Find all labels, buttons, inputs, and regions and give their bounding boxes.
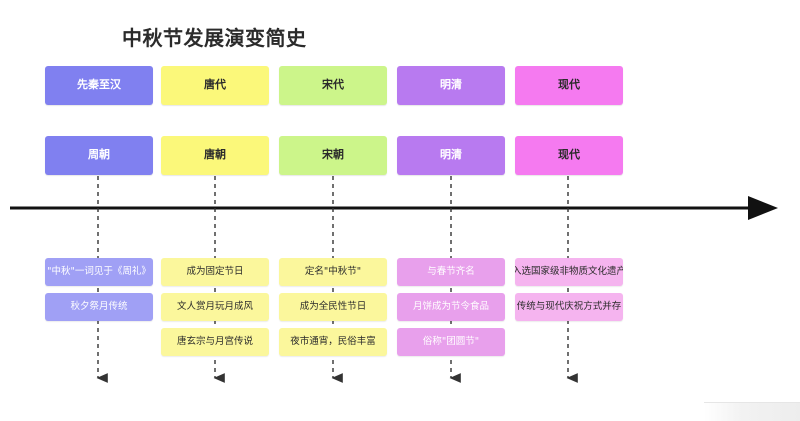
era-period-box-3[interactable]: 宋代 xyxy=(279,66,387,105)
era-detail-2-1[interactable]: 成为固定节日 xyxy=(161,258,269,286)
era-detail-2-3[interactable]: 唐玄宗与月宫传说 xyxy=(161,328,269,356)
era-detail-5-1[interactable]: 入选国家级非物质文化遗产 xyxy=(515,258,623,286)
era-period-box-1[interactable]: 先秦至汉 xyxy=(45,66,153,105)
era-detail-2-2[interactable]: 文人赏月玩月成风 xyxy=(161,293,269,321)
era-detail-1-1[interactable]: "中秋"一词见于《周礼》 xyxy=(45,258,153,286)
page-title: 中秋节发展演变简史 xyxy=(122,26,307,50)
era-dynasty-box-1[interactable]: 周朝 xyxy=(45,136,153,175)
era-dynasty-box-4[interactable]: 明清 xyxy=(397,136,505,175)
era-detail-1-2[interactable]: 秋夕祭月传统 xyxy=(45,293,153,321)
era-detail-3-3[interactable]: 夜市通宵，民俗丰富 xyxy=(279,328,387,356)
era-dynasty-box-2[interactable]: 唐朝 xyxy=(161,136,269,175)
era-detail-3-2[interactable]: 成为全民性节日 xyxy=(279,293,387,321)
era-detail-4-3[interactable]: 俗称"团圆节" xyxy=(397,328,505,356)
bottom-right-shadow-artifact xyxy=(704,402,800,421)
era-detail-3-1[interactable]: 定名"中秋节" xyxy=(279,258,387,286)
era-period-box-5[interactable]: 现代 xyxy=(515,66,623,105)
era-dynasty-box-5[interactable]: 现代 xyxy=(515,136,623,175)
era-detail-5-2[interactable]: 传统与现代庆祝方式并存 xyxy=(515,293,623,321)
era-period-box-4[interactable]: 明清 xyxy=(397,66,505,105)
era-dynasty-box-3[interactable]: 宋朝 xyxy=(279,136,387,175)
era-detail-4-1[interactable]: 与春节齐名 xyxy=(397,258,505,286)
era-period-box-2[interactable]: 唐代 xyxy=(161,66,269,105)
era-detail-4-2[interactable]: 月饼成为节令食品 xyxy=(397,293,505,321)
